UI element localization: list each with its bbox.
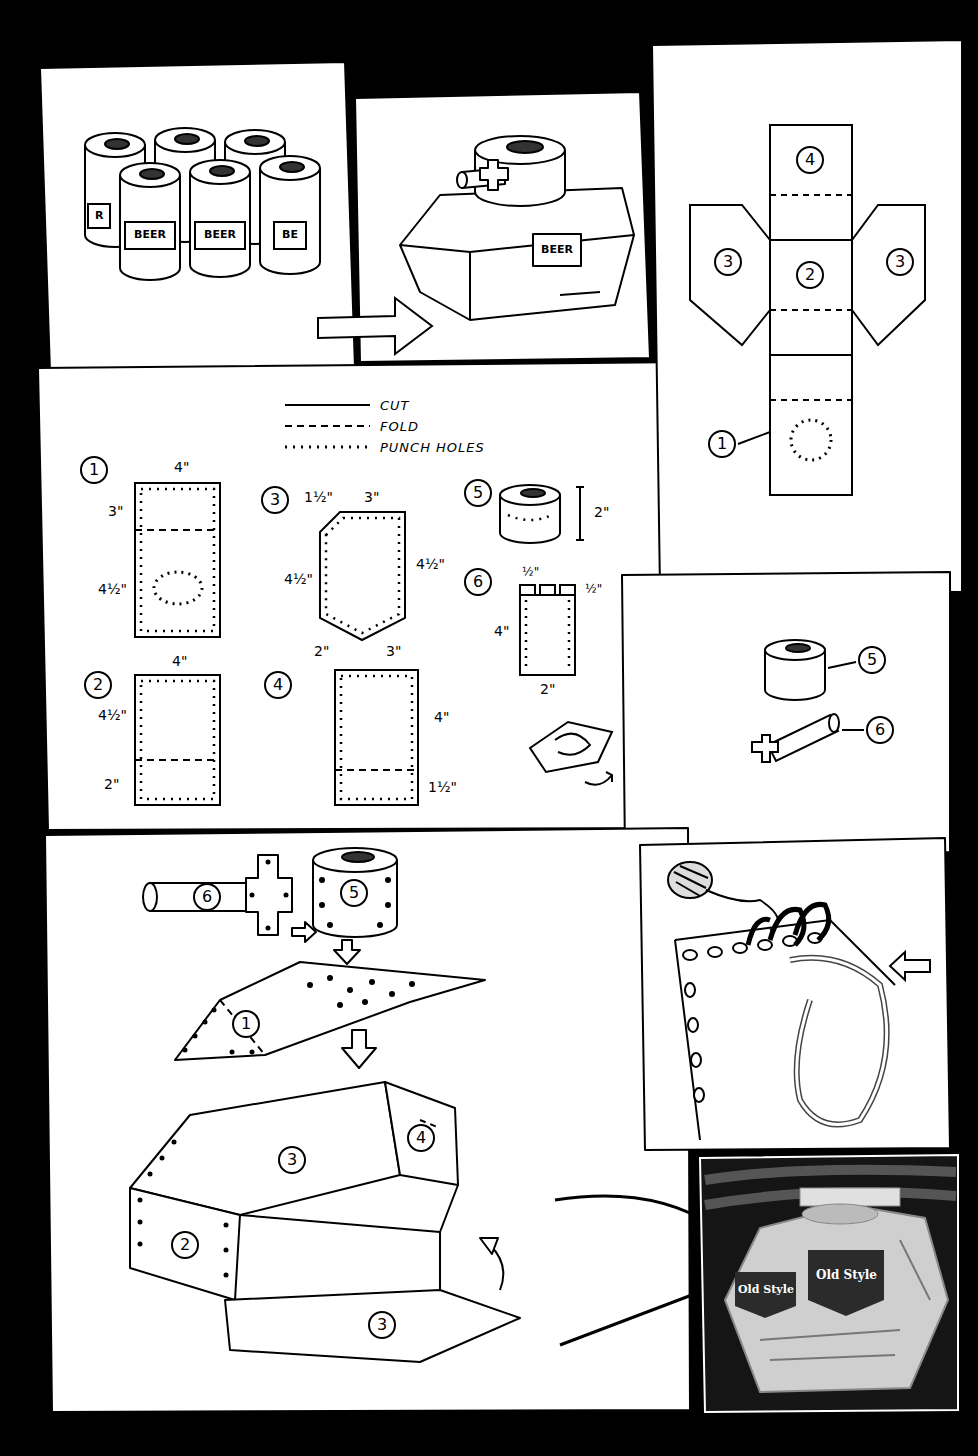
callout-number: 3: [270, 492, 280, 508]
callout-circle: 3: [714, 248, 742, 276]
callout-number: 6: [202, 889, 212, 905]
callout-number: 1: [89, 462, 99, 478]
dimension-label: 4": [170, 654, 189, 669]
callout-circle: 6: [866, 716, 894, 744]
callout-number: 1: [717, 436, 727, 452]
callout-circle: 6: [464, 568, 492, 596]
callout-circle: 3: [261, 486, 289, 514]
dimension-label: 4½": [282, 572, 315, 587]
callout-number: 5: [349, 885, 359, 901]
dimension-label: 4": [492, 624, 511, 639]
dimension-label: 2": [102, 777, 121, 792]
legend-text: PUNCH HOLES: [378, 440, 487, 455]
callout-circle: 6: [193, 883, 221, 911]
callout-circle: 2: [171, 1231, 199, 1259]
callout-number: 2: [805, 267, 815, 283]
callout-circle: 1: [80, 456, 108, 484]
callout-circle: 4: [264, 671, 292, 699]
callout-number: 3: [287, 1152, 297, 1168]
callout-number: 6: [473, 574, 483, 590]
callout-circle: 4: [407, 1124, 435, 1152]
dimension-label: ½": [583, 583, 604, 596]
callout-number: 2: [93, 677, 103, 693]
brand-logo-text: Old Style: [814, 1269, 879, 1282]
can-label: BEER: [132, 229, 168, 241]
callout-number: 4: [273, 677, 283, 693]
dimension-label: 2": [592, 505, 611, 520]
callout-number: 2: [180, 1237, 190, 1253]
callout-circle: 3: [278, 1146, 306, 1174]
dimension-label: 4½": [414, 557, 447, 572]
callout-number: 5: [867, 652, 877, 668]
dimension-label: 4": [432, 710, 451, 725]
callout-circle: 5: [858, 646, 886, 674]
can-label: BEER: [202, 229, 238, 241]
dimension-label: ½": [520, 566, 541, 579]
dimension-label: 3": [106, 504, 125, 519]
can-label: BEER: [539, 244, 575, 256]
dimension-label: 2": [312, 644, 331, 659]
callout-circle: 1: [232, 1010, 260, 1038]
dimension-label: 4½": [96, 582, 129, 597]
callout-circle: 1: [708, 430, 736, 458]
callout-number: 5: [473, 485, 483, 501]
dimension-label: 4½": [96, 708, 129, 723]
callout-number: 1: [241, 1016, 251, 1032]
callout-circle: 3: [886, 248, 914, 276]
dimension-label: 2": [538, 682, 557, 697]
can-label: BE: [280, 229, 300, 241]
dimension-label: 1½": [302, 490, 335, 505]
callout-number: 4: [805, 152, 815, 168]
callout-number: 3: [895, 254, 905, 270]
callout-number: 3: [723, 254, 733, 270]
dimension-label: 4": [172, 460, 191, 475]
can-label: R: [93, 210, 105, 222]
dimension-label: 3": [362, 490, 381, 505]
callout-number: 4: [416, 1130, 426, 1146]
callout-circle: 2: [796, 261, 824, 289]
callout-circle: 5: [340, 879, 368, 907]
legend-text: CUT: [378, 398, 412, 413]
callout-circle: 2: [84, 671, 112, 699]
callout-circle: 4: [796, 146, 824, 174]
callout-circle: 5: [464, 479, 492, 507]
legend-text: FOLD: [378, 419, 421, 434]
dimension-label: 1½": [426, 780, 459, 795]
callout-circle: 3: [368, 1311, 396, 1339]
callout-number: 6: [875, 722, 885, 738]
callout-number: 3: [377, 1317, 387, 1333]
dimension-label: 3": [384, 644, 403, 659]
brand-logo-text: Old Style: [736, 1284, 796, 1296]
